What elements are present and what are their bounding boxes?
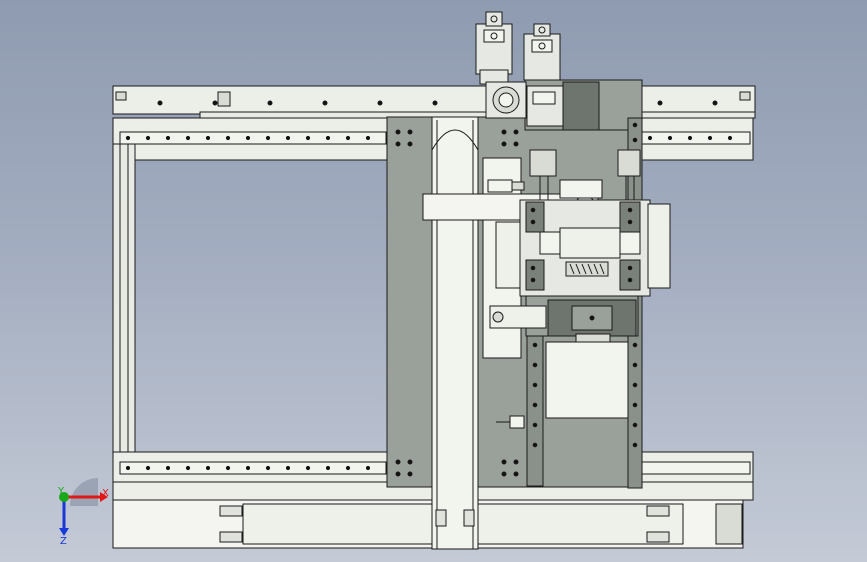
base-beam: [112, 499, 744, 549]
belt-column: [431, 116, 479, 550]
end-effector-assembly: [495, 179, 671, 297]
y-axis-label: Y: [57, 486, 65, 497]
motor-left: [475, 11, 513, 85]
carriage-plate: [525, 295, 639, 343]
cylinder-bottom: [496, 415, 525, 429]
axis-triad: X Y Z: [57, 478, 109, 547]
y-axis-dot: [59, 492, 69, 502]
x-axis-label: X: [102, 488, 109, 499]
z-axis-arrowhead: [59, 528, 69, 536]
left-vertical-column: [112, 143, 136, 463]
gearbox: [485, 81, 600, 131]
gantry-left-plate: [386, 116, 434, 488]
cylinder-left: [487, 179, 547, 329]
top-linear-rail: [112, 85, 756, 119]
motor-right: [523, 23, 561, 81]
z-axis-label: Z: [60, 536, 67, 547]
x-axis-arrowhead: [100, 492, 108, 502]
